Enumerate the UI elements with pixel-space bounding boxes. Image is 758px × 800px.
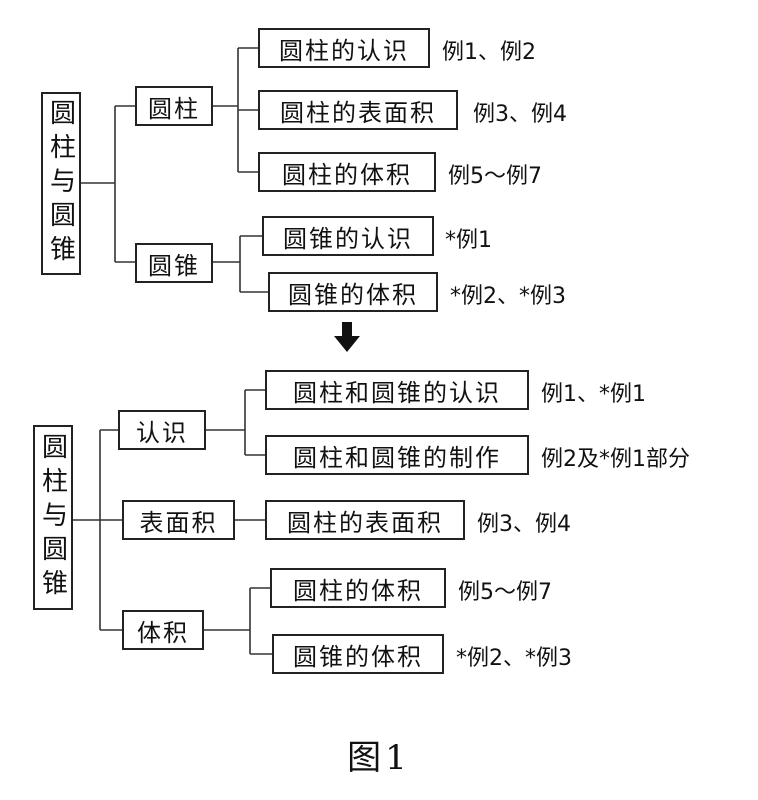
top-note-cone-volume: *例2、*例3 bbox=[450, 284, 566, 309]
top-topic-cylinder-volume: 圆柱的体积 bbox=[258, 152, 436, 192]
top-note-cylinder-volume: 例5～例7 bbox=[448, 164, 542, 189]
top-branch-cone: 圆锥 bbox=[135, 243, 213, 283]
bottom-topic-intro-make: 圆柱和圆锥的制作 bbox=[265, 435, 529, 475]
top-note-cone-intro: *例1 bbox=[445, 228, 492, 253]
bottom-topic-intro-recognize: 圆柱和圆锥的认识 bbox=[265, 370, 529, 410]
bottom-branch-intro: 认识 bbox=[118, 410, 206, 450]
top-note-cylinder-intro: 例1、例2 bbox=[442, 40, 536, 65]
top-topic-cone-intro: 圆锥的认识 bbox=[262, 216, 434, 256]
top-note-cylinder-surface: 例3、例4 bbox=[473, 102, 567, 127]
bottom-note-cylinder-surface: 例3、例4 bbox=[477, 512, 571, 537]
top-topic-cylinder-surface: 圆柱的表面积 bbox=[258, 90, 458, 130]
bottom-note-intro-make: 例2及*例1部分 bbox=[541, 447, 690, 472]
top-branch-cylinder: 圆柱 bbox=[135, 86, 213, 126]
bottom-branch-surface: 表面积 bbox=[122, 500, 235, 540]
down-arrow-icon bbox=[334, 322, 360, 352]
bottom-topic-cone-volume: 圆锥的体积 bbox=[272, 634, 444, 674]
top-topic-cone-volume: 圆锥的体积 bbox=[268, 272, 438, 312]
bottom-note-cylinder-volume: 例5～例7 bbox=[458, 580, 552, 605]
figure-caption: 图1 bbox=[347, 738, 411, 778]
bottom-topic-cylinder-surface: 圆柱的表面积 bbox=[265, 500, 465, 540]
bottom-root-node: 圆柱与圆锥 bbox=[33, 425, 73, 610]
bottom-branch-volume: 体积 bbox=[122, 610, 204, 650]
bottom-note-cone-volume: *例2、*例3 bbox=[456, 646, 572, 671]
bottom-note-intro-recognize: 例1、*例1 bbox=[541, 382, 646, 407]
top-root-node: 圆柱与圆锥 bbox=[41, 92, 81, 275]
bottom-topic-cylinder-volume: 圆柱的体积 bbox=[270, 568, 446, 608]
top-topic-cylinder-intro: 圆柱的认识 bbox=[258, 28, 430, 68]
